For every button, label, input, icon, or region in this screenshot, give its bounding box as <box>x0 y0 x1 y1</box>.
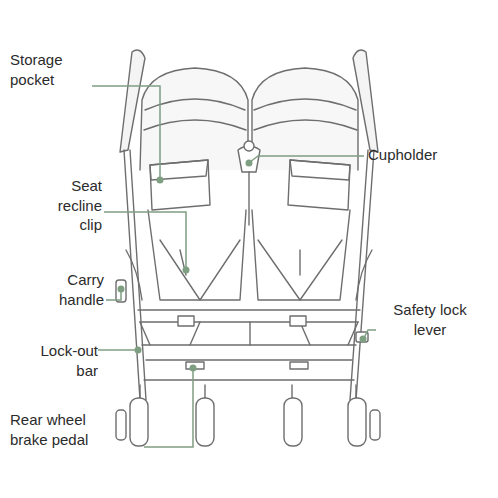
part-label: Storage pocket <box>10 50 92 89</box>
part-label: Cupholder <box>368 145 488 165</box>
part-label: Safety lock lever <box>380 300 480 339</box>
part-label: Lock-out bar <box>26 341 98 380</box>
part-label: Rear wheel brake pedal <box>10 410 114 449</box>
part-label: Carry handle <box>40 270 104 309</box>
part-label: Seat recline clip <box>40 176 102 235</box>
